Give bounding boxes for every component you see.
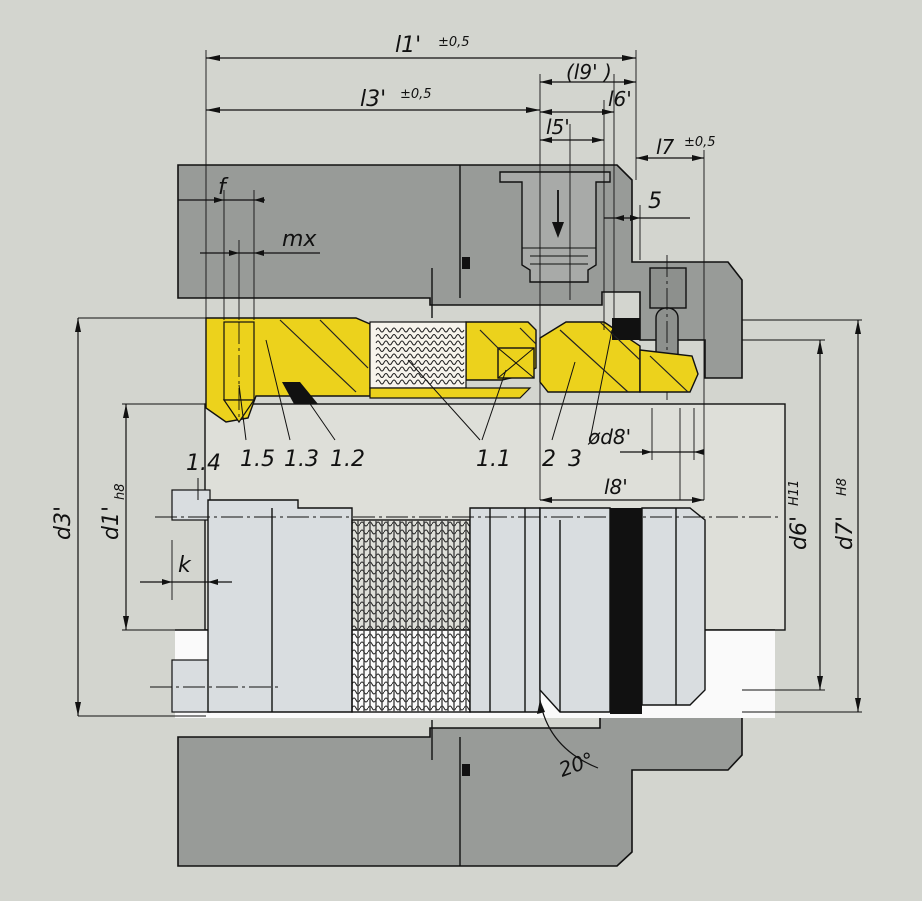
label-l7-tol: ±0,5: [684, 135, 716, 150]
label-l1: l1': [395, 33, 421, 58]
label-part-1-4: 1.4: [186, 451, 221, 476]
label-five: 5: [648, 189, 662, 214]
sleeve-lower: [171, 489, 706, 714]
label-l5: l5': [546, 115, 570, 139]
label-d8: ød8': [587, 425, 631, 449]
label-part-1-5: 1.5: [240, 447, 275, 472]
seal-parts: [205, 317, 699, 424]
label-f: f: [218, 175, 229, 200]
label-mx: mx: [282, 227, 317, 252]
label-d6: d6': [787, 516, 812, 550]
labels: l1' ±0,5 (l9' ) l3' ±0,5 l6' l5' l7 ±0,5…: [51, 33, 858, 782]
label-d7: d7': [833, 516, 858, 550]
label-part-3: 3: [568, 447, 582, 472]
dimension-lines: [75, 50, 862, 769]
label-d7-tol: H8: [835, 478, 850, 496]
label-l6: l6': [608, 87, 632, 111]
center-lines: [150, 268, 780, 760]
label-d3: d3': [51, 506, 76, 540]
label-l3-tol: ±0,5: [400, 87, 432, 102]
label-l8: l8': [604, 475, 628, 499]
housing: [177, 164, 743, 867]
label-l3: l3': [360, 87, 386, 112]
label-part-1-1: 1.1: [476, 447, 511, 472]
label-d1: d1': [99, 506, 124, 540]
label-part-1-3: 1.3: [284, 447, 319, 472]
label-d1-tol: h8: [113, 483, 128, 500]
label-l9: (l9' ): [566, 60, 612, 84]
label-part-1-2: 1.2: [330, 447, 365, 472]
label-d6-tol: H11: [787, 480, 802, 506]
label-l7: l7: [656, 135, 675, 159]
label-part-2: 2: [542, 447, 556, 472]
label-l1-tol: ±0,5: [438, 35, 470, 50]
label-k: k: [178, 553, 192, 578]
